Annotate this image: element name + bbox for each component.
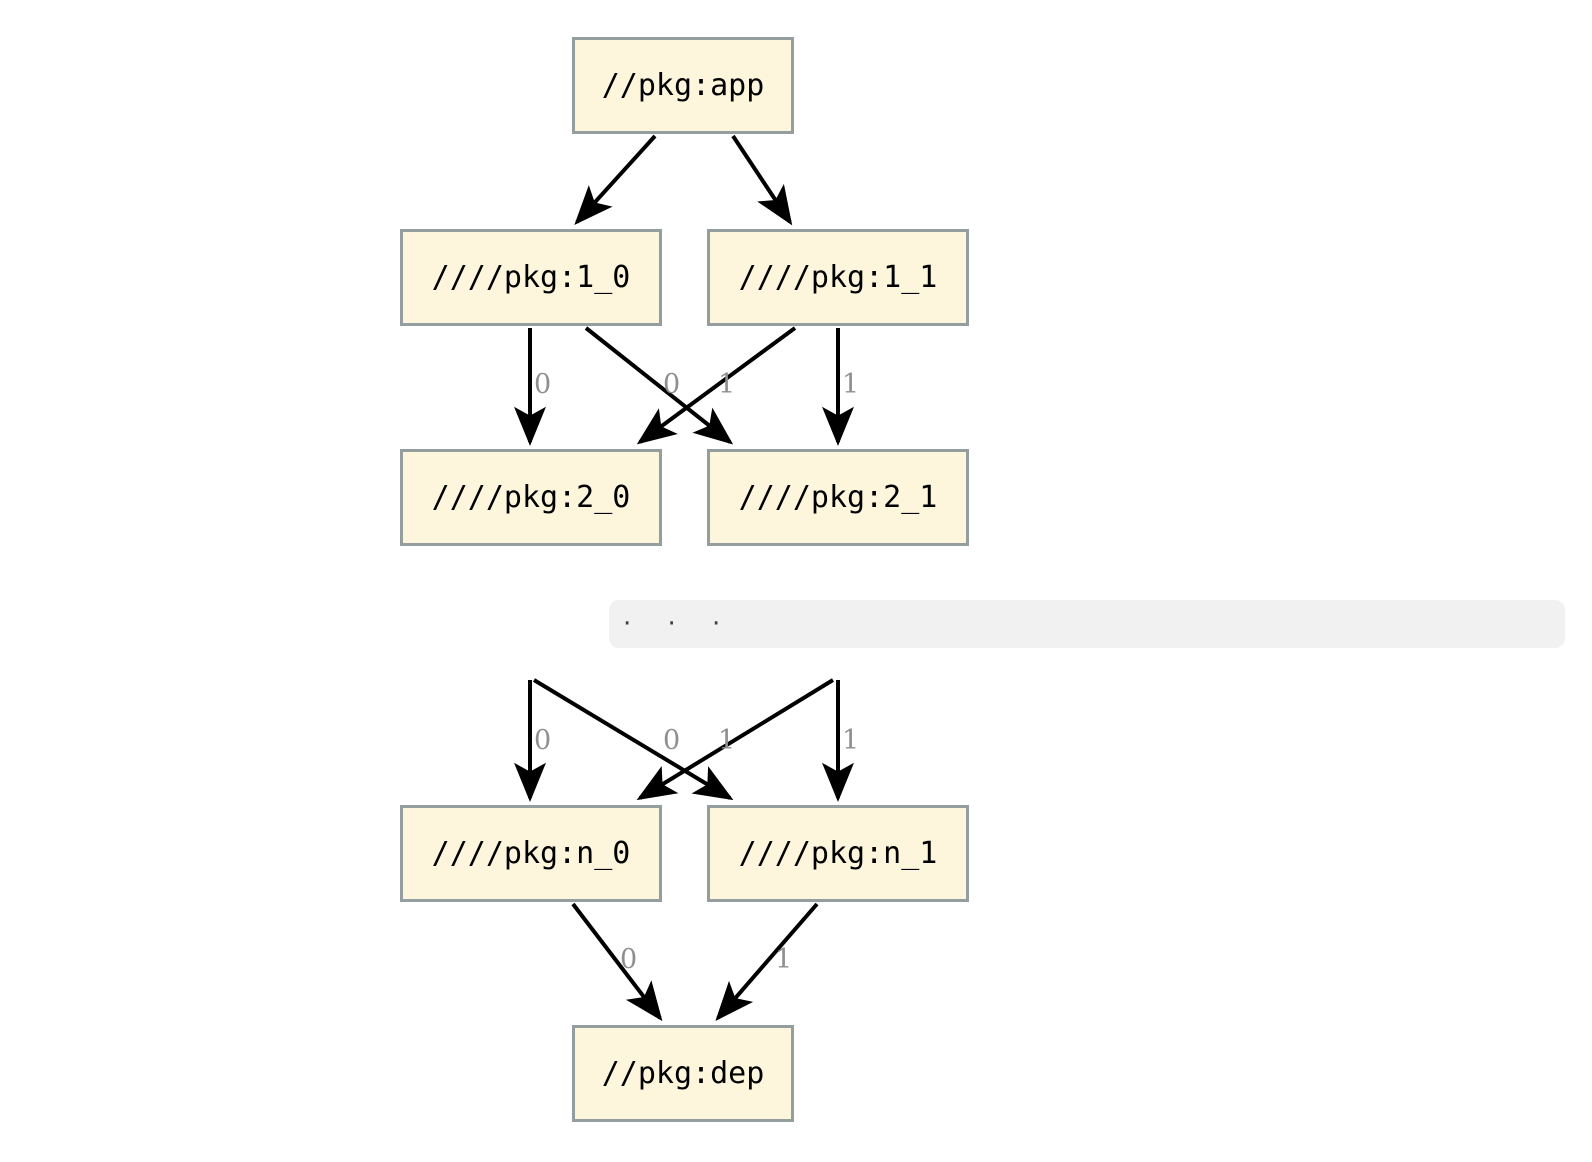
graph-edge-app-l1_1 xyxy=(731,134,793,226)
edge-label-l1_1-l2_0: 1 xyxy=(718,369,736,400)
edge-label-trunc-ln_0b: 1 xyxy=(718,725,736,756)
node-label: //pkg:dep xyxy=(601,1055,765,1091)
node-label: ////pkg:n_1 xyxy=(738,835,938,871)
node-label: //pkg:app xyxy=(601,67,765,103)
graph-edge-trunc-ln_1a xyxy=(532,678,734,801)
graph-edge-ln_1-dep xyxy=(715,902,819,1022)
edge-label-ln_0-dep: 0 xyxy=(620,944,638,975)
graph-edge-l1_1-l2_0 xyxy=(636,326,797,445)
edge-label-trunc-ln_0: 0 xyxy=(534,725,552,756)
node-label: ////pkg:2_1 xyxy=(738,479,938,515)
ellipsis-dots: · · · xyxy=(623,609,735,639)
node-label: ////pkg:n_0 xyxy=(431,835,631,871)
graph-edge-l1_0-l2_1 xyxy=(584,326,734,445)
graph-node-l2_0[interactable]: ////pkg:2_0 xyxy=(400,449,662,546)
edge-label-l1_0-l2_0: 0 xyxy=(534,369,552,400)
graph-edge-trunc-ln_0b xyxy=(636,678,835,801)
graph-node-dep[interactable]: //pkg:dep xyxy=(572,1025,794,1122)
ellipsis-band: · · · xyxy=(609,600,1565,648)
edge-label-trunc-ln_1a: 0 xyxy=(663,725,681,756)
graph-node-ln_1[interactable]: ////pkg:n_1 xyxy=(707,805,969,902)
edge-group xyxy=(513,134,854,1022)
edge-label-ln_1-dep: 1 xyxy=(775,944,793,975)
graph-edge-app-l1_0 xyxy=(574,134,657,225)
edge-label-trunc-ln_1b: 1 xyxy=(842,725,860,756)
node-label: ////pkg:1_0 xyxy=(431,259,631,295)
node-label: ////pkg:2_0 xyxy=(431,479,631,515)
graph-node-app[interactable]: //pkg:app xyxy=(572,37,794,134)
graph-edge-ln_0-dep xyxy=(571,902,663,1022)
graph-node-l2_1[interactable]: ////pkg:2_1 xyxy=(707,449,969,546)
edge-label-l1_1-l2_1: 1 xyxy=(842,369,860,400)
node-label: ////pkg:1_1 xyxy=(738,259,938,295)
edge-label-l1_0-l2_1: 0 xyxy=(663,369,681,400)
graph-node-l1_0[interactable]: ////pkg:1_0 xyxy=(400,229,662,326)
graph-node-l1_1[interactable]: ////pkg:1_1 xyxy=(707,229,969,326)
graph-node-ln_0[interactable]: ////pkg:n_0 xyxy=(400,805,662,902)
